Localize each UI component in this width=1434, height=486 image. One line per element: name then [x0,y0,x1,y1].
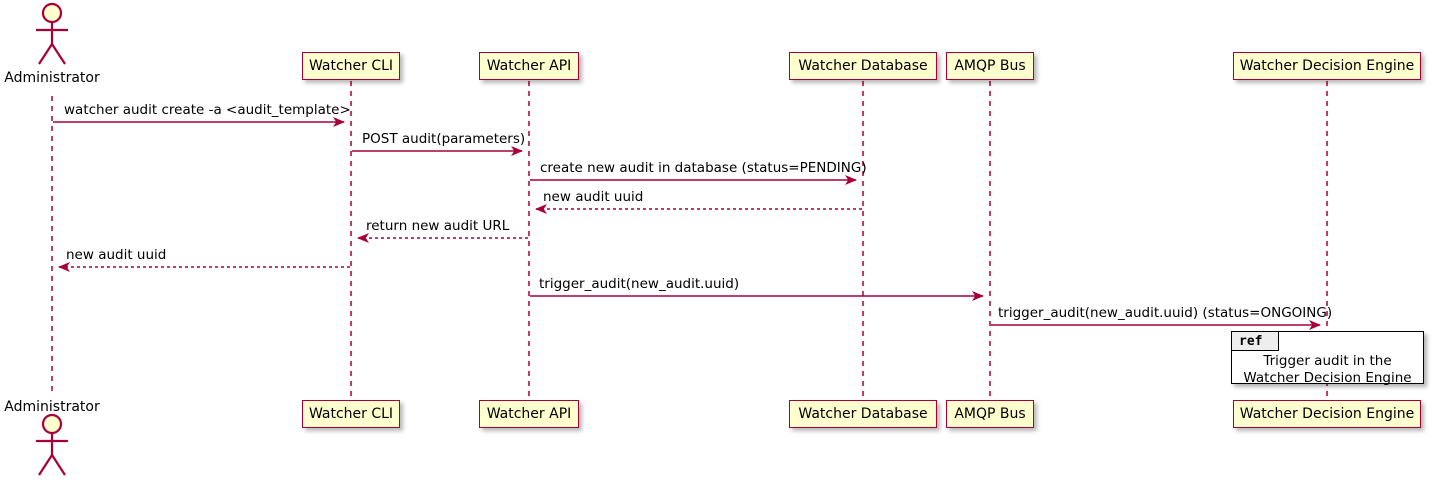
participant-box-watcher-api-bottom[interactable]: Watcher API [479,400,579,428]
participant-box-watcher-api-top[interactable]: Watcher API [479,52,579,80]
participant-label: Watcher CLI [308,58,394,74]
participant-label: Watcher Decision Engine [1239,58,1415,74]
participant-label: Watcher CLI [308,406,394,422]
message-label-4: new audit uuid [543,189,644,205]
ref-fragment-line-1: Trigger audit in the [1263,353,1392,369]
message-label-8: trigger_audit(new_audit.uuid) (status=ON… [998,305,1333,321]
lifelines [51,81,1328,400]
ref-fragment[interactable]: ref Trigger audit in the Watcher Decisio… [1231,331,1424,387]
message-label-1: watcher audit create -a <audit_template> [64,102,351,118]
participant-box-amqp-bus-top[interactable]: AMQP Bus [946,52,1034,80]
message-arrows [53,117,1321,330]
participant-label: AMQP Bus [954,406,1026,422]
participant-label: Watcher Database [798,406,928,422]
ref-fragment-line-2: Watcher Decision Engine [1243,369,1412,386]
participant-label: Watcher API [486,58,572,74]
participant-box-watcher-decision-engine-top[interactable]: Watcher Decision Engine [1233,52,1421,80]
actor-administrator-bottom-icon [36,413,68,476]
participant-box-amqp-bus-bottom[interactable]: AMQP Bus [946,400,1034,428]
ref-fragment-tab-label: ref [1239,333,1263,349]
message-label-2: POST audit(parameters) [362,131,526,147]
message-label-5: return new audit URL [366,218,510,234]
ref-fragment-tab: ref [1232,332,1280,351]
participant-box-watcher-database-bottom[interactable]: Watcher Database [789,400,937,428]
actor-label-administrator-bottom: Administrator [4,399,100,415]
actor-administrator-top-icon [36,2,68,65]
message-label-7: trigger_audit(new_audit.uuid) [539,276,740,292]
actor-label-administrator-top: Administrator [4,70,100,86]
participant-label: Watcher Decision Engine [1239,406,1415,422]
participant-box-watcher-decision-engine-bottom[interactable]: Watcher Decision Engine [1233,400,1421,428]
participant-box-watcher-cli-bottom[interactable]: Watcher CLI [302,400,400,428]
participant-label: Watcher Database [798,58,928,74]
participant-label: AMQP Bus [954,58,1026,74]
message-label-6: new audit uuid [66,247,167,263]
participant-box-watcher-database-top[interactable]: Watcher Database [789,52,937,80]
participant-label: Watcher API [486,406,572,422]
participant-box-watcher-cli-top[interactable]: Watcher CLI [302,52,400,80]
message-label-3: create new audit in database (status=PEN… [540,160,867,176]
ref-fragment-body: Trigger audit in the Watcher Decision En… [1232,353,1423,387]
